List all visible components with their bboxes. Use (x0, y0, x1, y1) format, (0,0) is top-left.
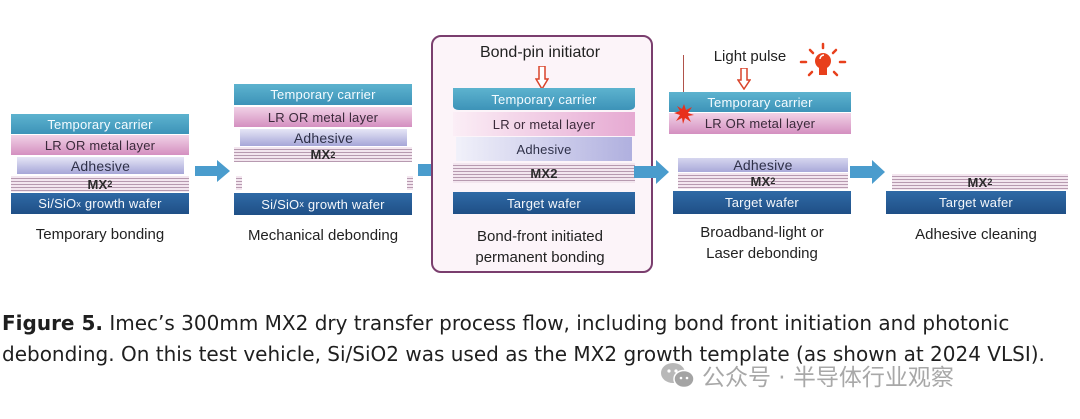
layer-label: LR OR metal layer (44, 137, 156, 153)
layer-adhesive: Adhesive (17, 157, 184, 174)
layer-target-wafer: Target wafer (453, 192, 635, 214)
layer-label: Temporary carrier (47, 116, 153, 132)
laser-spark-icon (674, 104, 694, 124)
layer-label: Adhesive (70, 157, 131, 174)
layer-mx2: MX2 (453, 163, 635, 183)
light-bulb-icon (799, 42, 847, 77)
subscript: 2 (330, 149, 336, 160)
layer-label: Adhesive (516, 141, 572, 157)
layer-label: LR OR metal layer (704, 116, 816, 131)
step-label: Adhesive cleaning (915, 226, 1037, 243)
figure-caption: Figure 5. Imec’s 300mm MX2 dry transfer … (2, 308, 1062, 370)
watermark: 公众号 · 半导体行业观察 (660, 358, 954, 392)
layer-adhesive: Adhesive (456, 137, 632, 161)
layer-target-wafer: Target wafer (673, 191, 851, 214)
flow-arrow-icon (195, 160, 230, 182)
residual-mx2-left (236, 176, 242, 190)
flow-arrow-icon (850, 160, 885, 184)
step-label: Broadband-light or Laser debonding (662, 222, 862, 264)
layer-lr-metal: LR OR metal layer (669, 113, 851, 134)
layer-label: Si/SiO (261, 196, 300, 212)
layer-label: Target wafer (725, 195, 799, 210)
step-label-line: Broadband-light or (700, 224, 824, 241)
layer-target-wafer: Target wafer (886, 191, 1066, 214)
layer-label: Temporary carrier (270, 87, 376, 102)
subscript: x (76, 198, 82, 209)
figure-number: Figure 5. (2, 311, 103, 335)
subscript: 2 (107, 179, 113, 189)
layer-label: MX (967, 174, 988, 190)
layer-lr-metal: LR OR metal layer (234, 107, 412, 127)
layer-label: Target wafer (507, 195, 581, 211)
layer-label: Target wafer (939, 195, 1013, 210)
layer-lr-metal: LR or metal layer (453, 112, 635, 136)
layer-label: growth wafer (81, 196, 162, 211)
layer-temporary-carrier: Temporary carrier (11, 114, 189, 134)
layer-label: Adhesive (293, 129, 354, 146)
step-label-line: Laser debonding (706, 245, 818, 262)
layer-label: LR OR metal layer (267, 109, 379, 125)
subscript: 2 (770, 176, 776, 186)
layer-label: MX (87, 176, 108, 192)
layer-label: MX2 (530, 165, 558, 181)
layer-lr-metal: LR OR metal layer (11, 135, 189, 155)
layer-temporary-carrier: Temporary carrier (453, 88, 635, 110)
layer-label: Adhesive (733, 157, 793, 173)
down-arrow-icon (535, 66, 549, 90)
step-label: Temporary bonding (35, 226, 165, 243)
step-label-line: Bond-front initiated (477, 228, 603, 245)
layer-label: growth wafer (304, 196, 385, 212)
layer-temporary-carrier: Temporary carrier (234, 84, 412, 105)
layer-label: MX (310, 147, 331, 162)
subscript: x (299, 199, 305, 209)
wechat-icon (661, 363, 695, 389)
layer-label: Temporary carrier (707, 94, 813, 110)
layer-adhesive: Adhesive (240, 129, 407, 146)
layer-label: LR or metal layer (492, 116, 596, 132)
residual-mx2-right (407, 176, 413, 190)
layer-label: Si/SiO (38, 196, 77, 211)
figure-caption-text: Imec’s 300mm MX2 dry transfer process fl… (2, 311, 1045, 366)
layer-label: MX (750, 173, 771, 189)
light-pulse-label: Light pulse (713, 48, 787, 65)
step-label-line: permanent bonding (475, 249, 605, 266)
down-arrow-icon (737, 68, 751, 90)
subscript: 2 (987, 177, 993, 187)
step-label: Mechanical debonding (247, 227, 399, 244)
laser-beam (683, 55, 684, 115)
layer-adhesive: Adhesive (678, 157, 848, 173)
watermark-text: 公众号 · 半导体行业观察 (702, 365, 954, 391)
bond-pin-initiator-label: Bond-pin initiator (479, 44, 601, 61)
flow-arrow-icon (634, 160, 669, 184)
layer-temporary-carrier: Temporary carrier (669, 92, 851, 112)
step-label: Bond-front initiated permanent bonding (440, 226, 640, 268)
layer-label: Temporary carrier (491, 91, 597, 107)
